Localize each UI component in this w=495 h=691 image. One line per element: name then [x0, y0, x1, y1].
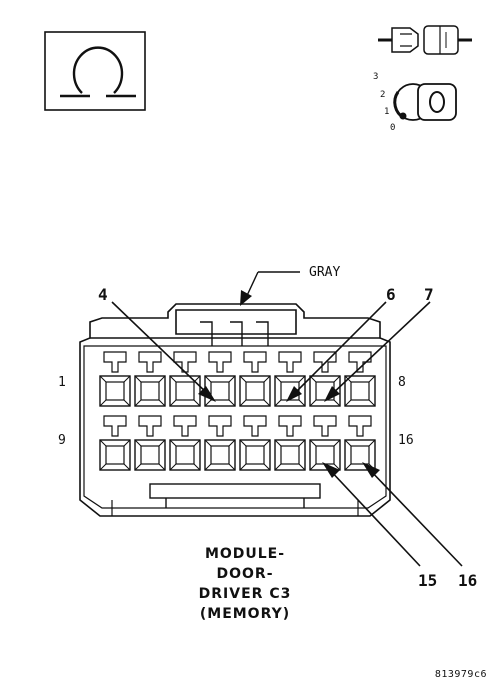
wire-color-leader	[240, 271, 300, 306]
callout-15: 15	[418, 571, 437, 590]
cavity-1	[99, 351, 131, 407]
detail-number: 3	[373, 72, 378, 82]
cavity-7	[309, 351, 341, 407]
connector-caption: MODULE- DOOR- DRIVER C3 (MEMORY)	[150, 544, 340, 624]
cavity-3	[169, 351, 201, 407]
terminal-symbol-icon	[44, 31, 146, 111]
callout-16: 16	[458, 571, 477, 590]
wire-color-label: GRAY	[309, 265, 340, 280]
cavity-12	[204, 415, 236, 471]
cavity-2	[134, 351, 166, 407]
pin-label-9: 9	[58, 433, 66, 448]
cavity-15	[309, 415, 341, 471]
caption-line: DRIVER C3	[198, 586, 292, 602]
cavity-13	[239, 415, 271, 471]
detail-number: 2	[380, 90, 385, 100]
cavity-10	[134, 415, 166, 471]
callout-leaders	[111, 301, 463, 567]
pin-label-8: 8	[398, 375, 406, 390]
caption-line: MODULE-	[204, 546, 286, 562]
cavity-16	[344, 415, 376, 471]
caption-line: DOOR-	[216, 566, 274, 582]
detail-number: 1	[384, 107, 389, 117]
cavity-4	[204, 351, 236, 407]
callout-7: 7	[424, 285, 434, 304]
callout-6: 6	[386, 285, 396, 304]
pin-label-16: 16	[398, 433, 414, 448]
terminal-detail-icon	[378, 25, 472, 121]
cavity-9	[99, 415, 131, 471]
detail-number: 0	[390, 123, 395, 133]
cavity-5	[239, 351, 271, 407]
cavity-8	[344, 351, 376, 407]
cavity-14	[274, 415, 306, 471]
cavity-11	[169, 415, 201, 471]
caption-line: (MEMORY)	[199, 606, 291, 622]
figure-id: 813979c6	[434, 669, 487, 680]
callout-4: 4	[98, 285, 108, 304]
pin-label-1: 1	[58, 375, 66, 390]
